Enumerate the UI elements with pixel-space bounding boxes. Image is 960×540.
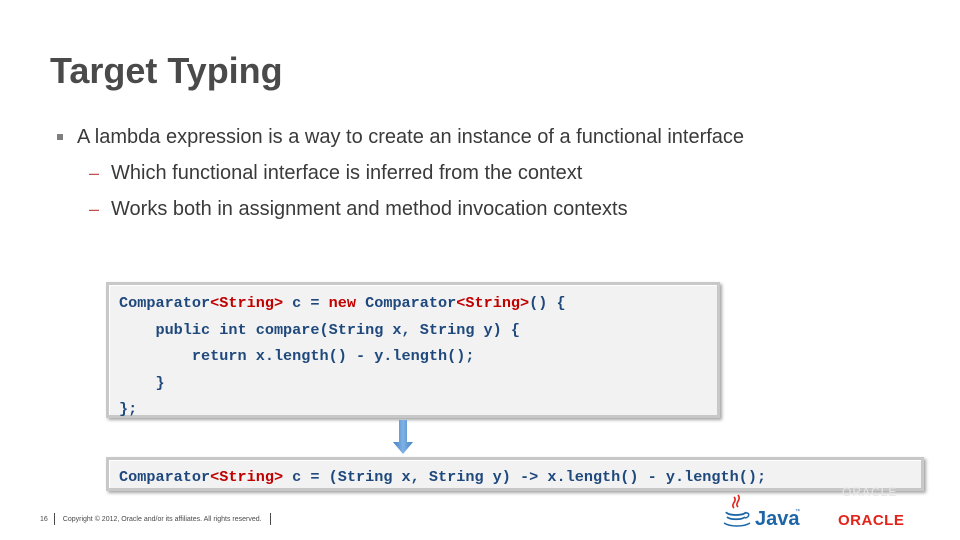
java-wordmark: Java: [755, 508, 800, 530]
code-token: () {: [529, 294, 566, 312]
oracle-logo: ORACLE: [838, 512, 905, 529]
code-token: c =: [283, 294, 329, 312]
bullet-level2: – Which functional interface is inferred…: [57, 160, 937, 186]
slide-title: Target Typing: [50, 50, 283, 91]
code-token-generic: <String>: [210, 294, 284, 312]
square-bullet-icon: [57, 134, 63, 140]
code-line: }: [119, 373, 165, 392]
copyright-text: Copyright © 2012, Oracle and/or its affi…: [62, 515, 262, 523]
code-block-anonymous-class: Comparator<String> c = new Comparator<St…: [106, 282, 720, 418]
bullet-text: Works both in assignment and method invo…: [111, 197, 628, 220]
down-arrow-icon: [393, 420, 413, 454]
java-trademark: ™: [795, 508, 800, 515]
footer-divider: [53, 513, 55, 525]
code-line: return x.length() - y.length();: [119, 347, 475, 365]
code-token: Comparator: [119, 294, 211, 312]
slide-number: 16: [40, 515, 48, 523]
code-line: Comparator<String> c = new Comparator<St…: [119, 292, 717, 319]
dash-bullet-icon: –: [89, 198, 100, 219]
bullet-list: A lambda expression is a way to create a…: [57, 124, 937, 232]
java-logo-icon: Java ™: [723, 494, 800, 530]
oracle-watermark: ORACLE: [842, 485, 898, 499]
bullet-level2: – Works both in assignment and method in…: [57, 196, 937, 222]
code-token-keyword: new: [328, 294, 356, 312]
code-line: public int compare(String x, String y) {: [119, 320, 521, 339]
code-token-generic: <String>: [456, 294, 530, 312]
footer: 16 Copyright © 2012, Oracle and/or its a…: [40, 513, 279, 525]
bullet-text: A lambda expression is a way to create a…: [77, 125, 745, 148]
code-line: Comparator<String> c = (String x, String…: [119, 467, 921, 487]
code-block-lambda: Comparator<String> c = (String x, String…: [106, 457, 924, 491]
code-line: };: [119, 400, 138, 418]
bullet-text: Which functional interface is inferred f…: [111, 161, 583, 184]
code-token: c = (String x, String y) -> x.length() -…: [283, 468, 767, 486]
dash-bullet-icon: –: [89, 162, 100, 183]
bullet-level1: A lambda expression is a way to create a…: [57, 124, 937, 150]
code-token: Comparator: [119, 468, 211, 486]
footer-divider: [269, 513, 271, 525]
code-token: Comparator: [355, 294, 457, 312]
code-token-generic: <String>: [210, 468, 284, 486]
